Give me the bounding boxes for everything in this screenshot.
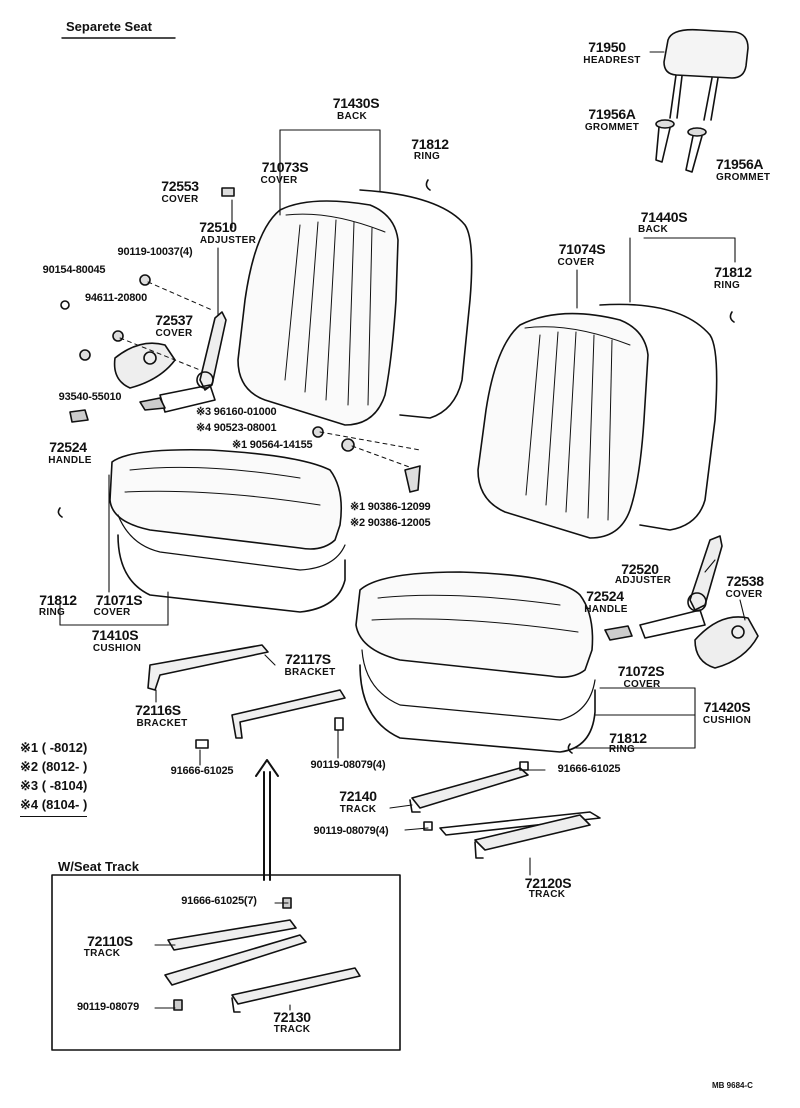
part-name: COVER <box>725 589 763 600</box>
grommet-drawings <box>655 119 707 173</box>
part-number: 90119-08079 <box>76 1001 140 1013</box>
part-number: 72538 <box>726 573 764 589</box>
part-number: ※4 90523-08001 <box>196 422 277 434</box>
part-name: COVER <box>557 257 595 268</box>
part-number: 72524 <box>49 439 87 455</box>
right-track-drawings <box>409 761 601 859</box>
part-number: 71420S <box>703 699 751 715</box>
part-number: 71074S <box>558 241 606 257</box>
part-number: 72116S <box>135 702 181 718</box>
legend-row: ※4 (8104- ) <box>20 797 88 817</box>
part-number: 72520 <box>621 561 659 577</box>
part-name: RING <box>608 744 636 755</box>
part-name: RING <box>413 151 441 162</box>
part-number: 72130 <box>273 1009 311 1025</box>
part-number: 71812 <box>39 592 77 608</box>
part-name: COVER <box>623 679 661 690</box>
part-name: ADJUSTER <box>614 575 672 586</box>
dashed-leaders <box>119 281 421 469</box>
inset-track-drawings <box>164 897 361 1013</box>
part-name: HEADREST <box>583 55 641 66</box>
part-number: 71956A <box>716 156 764 172</box>
part-number: 71410S <box>91 627 139 643</box>
leader-lines <box>59 129 746 1011</box>
legend-row: ※2 (8012- ) <box>20 759 88 774</box>
part-number: 91666-61025 <box>557 763 621 775</box>
part-name: BRACKET <box>136 718 188 729</box>
part-number: 94611-20800 <box>84 292 148 304</box>
part-name: TRACK <box>83 948 121 959</box>
part-number: 71440S <box>640 209 688 225</box>
part-name: COVER <box>93 607 131 618</box>
part-name: COVER <box>260 175 298 186</box>
part-name: BRACKET <box>284 667 336 678</box>
date-legend: ※1 ( -8012) ※2 (8012- ) ※3 ( -8104) ※4 (… <box>20 740 88 817</box>
part-name: TRACK <box>339 804 377 815</box>
part-number: 71950 <box>588 39 626 55</box>
part-number: 72117S <box>285 651 331 667</box>
diagram-title: Separete Seat <box>66 19 152 34</box>
part-number: 90119-10037(4) <box>117 246 193 258</box>
part-name: CUSHION <box>92 643 142 654</box>
part-name: ADJUSTER <box>199 235 257 246</box>
inset-title: W/Seat Track <box>58 859 139 874</box>
part-number: 71812 <box>714 264 752 280</box>
part-name: GROMMET <box>716 172 771 183</box>
part-name: HANDLE <box>584 604 628 615</box>
part-number: 71073S <box>261 159 309 175</box>
headrest-drawing <box>649 28 749 121</box>
bracket-drawings <box>147 644 346 749</box>
part-number: 71956A <box>588 106 636 122</box>
inset-arrow <box>255 759 279 881</box>
part-number: ※3 96160-01000 <box>196 406 277 418</box>
left-cushion-drawing <box>109 448 346 613</box>
part-number: 72524 <box>586 588 624 604</box>
part-name: RING <box>713 280 741 291</box>
part-name: GROMMET <box>584 122 640 133</box>
part-number: 72120S <box>524 875 572 891</box>
inset-box <box>51 874 401 1051</box>
footer-code: MB 9684-C <box>712 1081 753 1090</box>
part-number: 72537 <box>155 312 193 328</box>
part-number: 72140 <box>339 788 377 804</box>
part-number: 71812 <box>411 136 449 152</box>
part-name: CUSHION <box>702 715 752 726</box>
left-seat-back-drawing <box>237 189 473 426</box>
right-seat-back-drawing <box>477 303 718 539</box>
part-number: 90119-08079(4) <box>310 759 386 771</box>
part-number: ※1 90386-12099 <box>350 501 431 513</box>
part-name: TRACK <box>273 1024 311 1035</box>
part-number: 90154-80045 <box>42 264 106 276</box>
part-number: 71430S <box>332 95 380 111</box>
part-name: HANDLE <box>48 455 92 466</box>
part-number: 72110S <box>87 933 133 949</box>
part-name: BACK <box>336 111 368 122</box>
part-number: 71072S <box>617 663 665 679</box>
part-number: 71812 <box>609 730 647 746</box>
part-name: COVER <box>155 328 193 339</box>
part-number: 91666-61025 <box>170 765 234 777</box>
right-adjuster-drawing <box>604 535 759 669</box>
part-number: 71071S <box>95 592 143 608</box>
fastener-drawings <box>57 179 735 754</box>
legend-row: ※1 ( -8012) <box>20 740 88 755</box>
part-name: RING <box>38 607 66 618</box>
part-number: 91666-61025(7) <box>181 895 257 907</box>
part-name: TRACK <box>528 889 566 900</box>
part-number: ※1 90564-14155 <box>232 439 313 451</box>
part-name: COVER <box>161 194 199 205</box>
part-number: 93540-55010 <box>58 391 122 403</box>
part-name: BACK <box>637 224 669 235</box>
part-number: ※2 90386-12005 <box>350 517 431 529</box>
part-number: 72510 <box>199 219 237 235</box>
right-cushion-drawing <box>355 571 596 753</box>
part-number: 72553 <box>161 178 199 194</box>
part-number: 90119-08079(4) <box>313 825 389 837</box>
legend-row: ※3 ( -8104) <box>20 778 88 793</box>
